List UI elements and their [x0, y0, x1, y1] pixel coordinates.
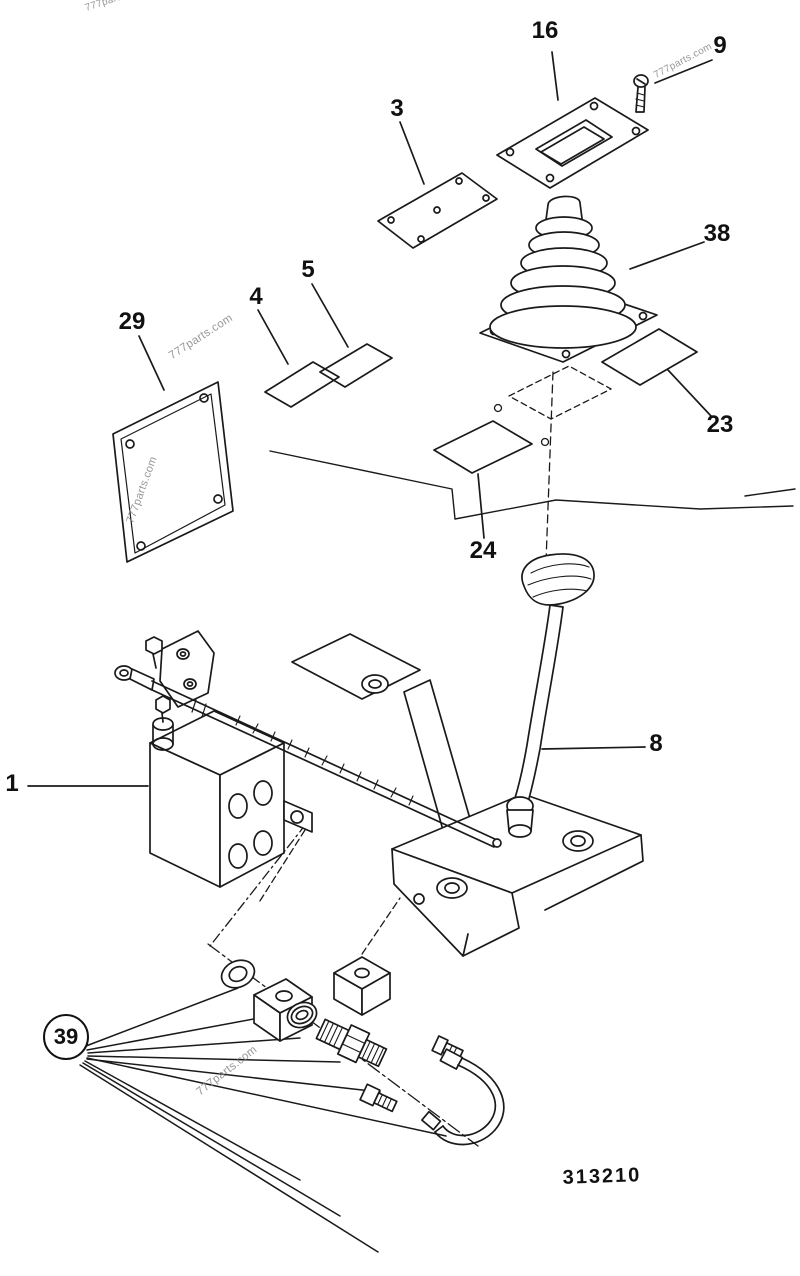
mount-bracket	[391, 793, 644, 957]
callout-38: 38	[703, 220, 731, 247]
callout-24: 24	[469, 537, 497, 564]
part-small-block	[333, 956, 391, 1016]
callout-23: 23	[706, 411, 734, 438]
callout-29: 29	[118, 308, 146, 335]
part-38-boot	[479, 195, 658, 363]
part-23-pad	[601, 328, 698, 386]
panel-edge-lines	[269, 450, 796, 520]
callout-4: 4	[249, 283, 263, 310]
callout-16: 16	[531, 17, 559, 44]
part-washer	[220, 959, 256, 989]
linkage	[114, 630, 215, 708]
drawing-number: 313210	[562, 1164, 642, 1189]
callout-3: 3	[390, 95, 404, 122]
part-4-pad	[264, 361, 340, 408]
callout-39-label: 39	[53, 1024, 79, 1049]
part-hose	[421, 1048, 505, 1146]
kit-39-leader-fan	[79, 987, 447, 1253]
part-29-plate	[112, 381, 234, 563]
part-adapter-fitting	[315, 1018, 388, 1068]
part-8-lever	[506, 553, 595, 838]
part-5-pad	[319, 343, 393, 388]
shift-rod	[149, 680, 502, 848]
part-1-valve-block	[149, 695, 313, 888]
part-9-screw	[633, 74, 649, 113]
callout-8: 8	[649, 730, 663, 757]
leader-lines	[27, 51, 713, 787]
callout-39: 39	[43, 1014, 89, 1060]
callout-5: 5	[301, 256, 315, 283]
part-3-plate	[377, 172, 498, 249]
part-24-pad	[433, 420, 533, 474]
callout-1: 1	[5, 770, 19, 797]
part-16-gasket	[496, 97, 649, 189]
part-seal-ring	[286, 1001, 318, 1029]
callout-9: 9	[713, 32, 727, 59]
part-connector-b	[359, 1083, 398, 1113]
